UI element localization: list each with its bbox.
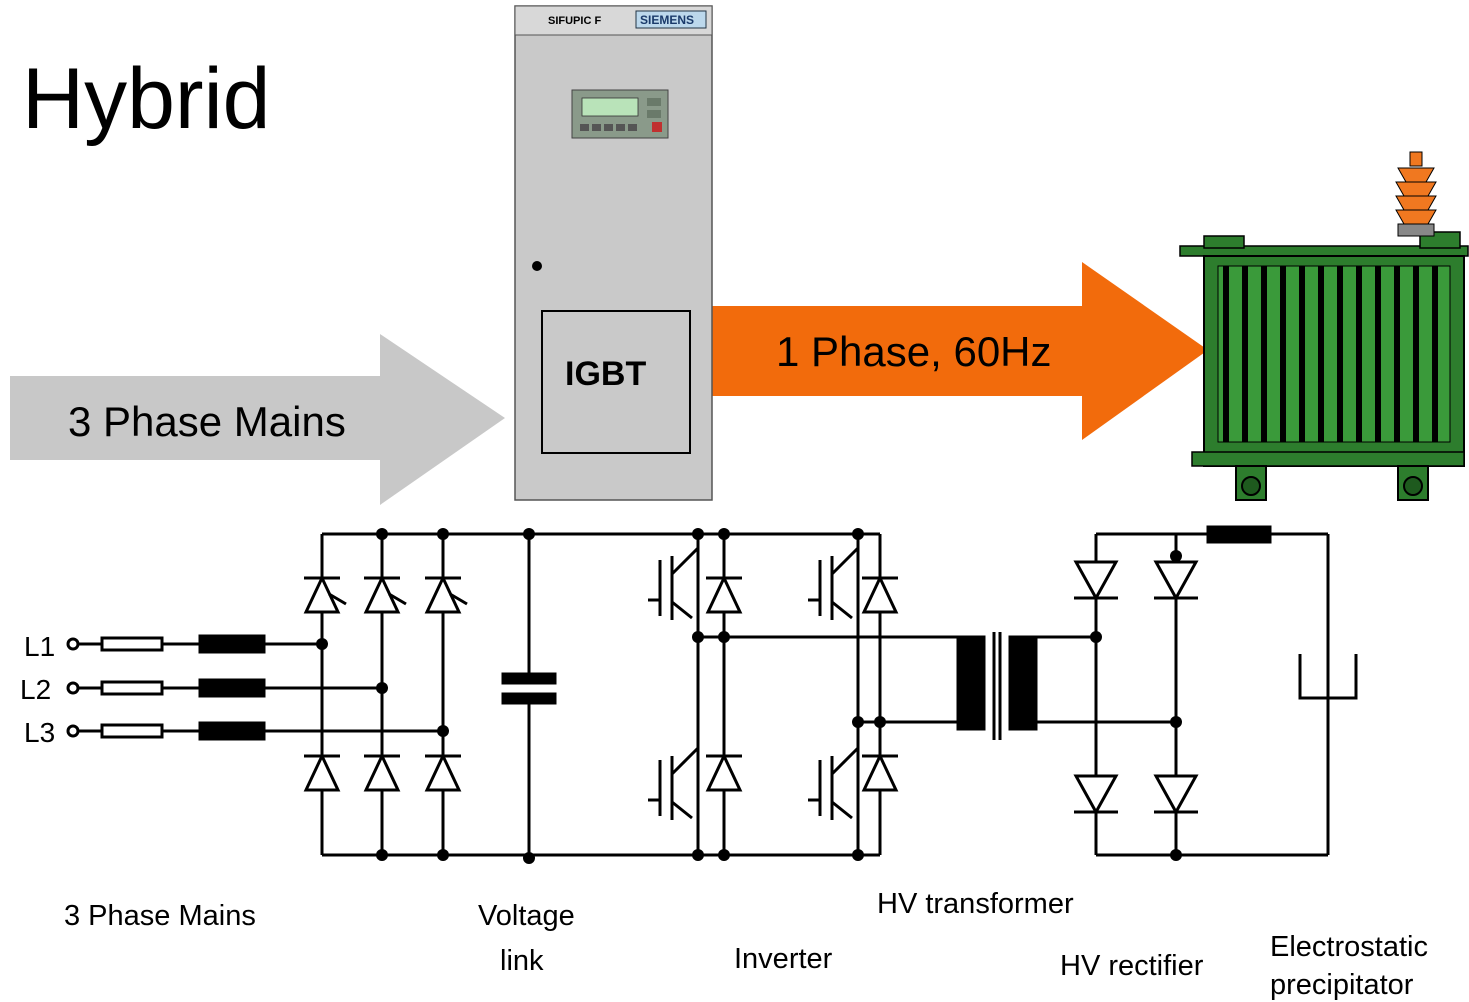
diode-icon: [1073, 560, 1119, 602]
input-arrow: 3 Phase Mains: [10, 334, 505, 505]
choke-icon: [198, 634, 266, 654]
diode-icon: [861, 752, 899, 792]
thyristor-icon: [303, 574, 347, 614]
input-arrow-label: 3 Phase Mains: [68, 398, 346, 445]
output-arrow: 1 Phase, 60Hz: [708, 262, 1208, 440]
hv-transformer-icon: [956, 632, 1038, 740]
junction-dots: [316, 528, 1182, 864]
caption-precipitator-2: precipitator: [1270, 969, 1414, 1001]
caption-hv-transformer: HV transformer: [877, 888, 1074, 920]
hv-bushing-icon: [1395, 151, 1437, 237]
igbt-icon: [808, 746, 860, 820]
circuit-schematic: [66, 525, 1358, 864]
diode-icon: [303, 752, 341, 792]
cabinet-model-label: SIFUPIC F: [548, 15, 601, 27]
inverter-cabinet: SIFUPIC F SIEMENS IGBT: [514, 5, 713, 501]
caption-hv-rectifier: HV rectifier: [1060, 950, 1204, 982]
phase-label-l2: L2: [20, 674, 51, 705]
caption-precipitator-1: Electrostatic: [1270, 931, 1428, 963]
caption-voltage-link-1: Voltage: [478, 900, 575, 932]
capacitor-icon: [501, 534, 557, 855]
diode-icon: [1153, 560, 1199, 602]
phase-label-l3: L3: [24, 717, 55, 748]
diode-icon: [861, 574, 899, 614]
thyristor-icon: [424, 574, 468, 614]
caption-mains: 3 Phase Mains: [64, 900, 256, 932]
diode-icon: [705, 752, 743, 792]
phase-inputs: [66, 634, 443, 741]
fuse-icon: [100, 680, 164, 696]
caption-voltage-link-2: link: [500, 945, 544, 977]
output-arrow-label: 1 Phase, 60Hz: [776, 328, 1052, 375]
igbt-icon: [648, 534, 700, 620]
thyristor-icon: [363, 574, 407, 614]
choke-icon: [198, 721, 266, 741]
page-title: Hybrid: [22, 51, 271, 147]
phase-label-l1: L1: [24, 631, 55, 662]
fuse-icon: [100, 636, 164, 652]
door-lock-icon: [532, 261, 542, 271]
igbt-icon: [648, 746, 700, 820]
igbt-icon: [808, 546, 860, 620]
hv-transformer-tank: [1179, 151, 1469, 501]
brand-logo: SIEMENS: [640, 13, 694, 27]
diode-icon: [705, 574, 743, 614]
diode-icon: [1153, 774, 1199, 816]
diode-icon: [424, 752, 462, 792]
choke-icon: [1206, 525, 1272, 544]
operator-panel: [571, 89, 669, 139]
diode-icon: [1073, 774, 1119, 816]
choke-icon: [198, 678, 266, 698]
igbt-module-label: IGBT: [565, 355, 646, 393]
caption-inverter: Inverter: [734, 943, 833, 975]
diode-icon: [363, 752, 401, 792]
fuse-icon: [100, 723, 164, 739]
